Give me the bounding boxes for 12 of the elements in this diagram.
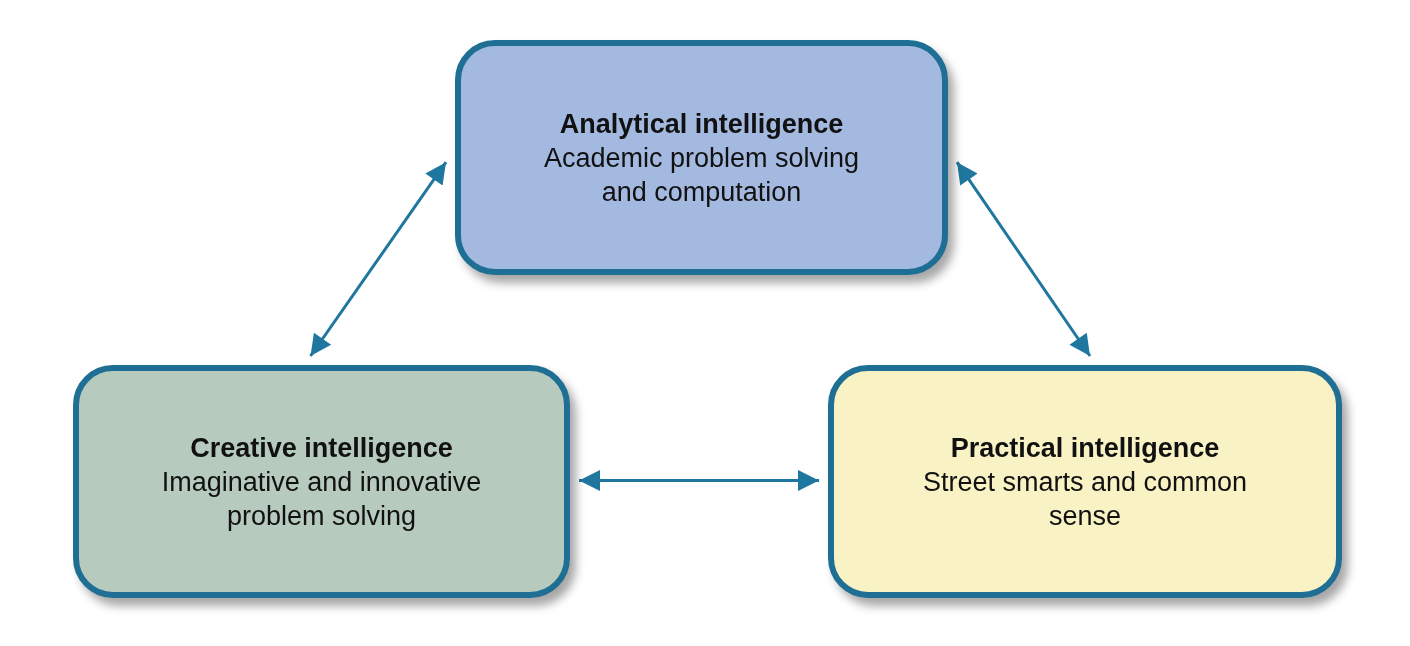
- double-headed-arrow: [579, 470, 819, 491]
- box-description: Imaginative and innovative problem solving: [160, 465, 483, 533]
- rounded-box: [73, 365, 570, 598]
- box-description: Street smarts and common sense: [921, 465, 1249, 533]
- rounded-box: [828, 365, 1342, 598]
- box-heading: Creative intelligence: [190, 431, 453, 465]
- double-headed-arrow: [309, 161, 448, 357]
- rounded-box: [455, 40, 948, 275]
- box-heading: Analytical intelligence: [559, 107, 844, 141]
- box-heading: Practical intelligence: [950, 431, 1220, 465]
- double-headed-arrow: [955, 161, 1092, 357]
- box-description: Academic problem solving and computation: [542, 141, 861, 209]
